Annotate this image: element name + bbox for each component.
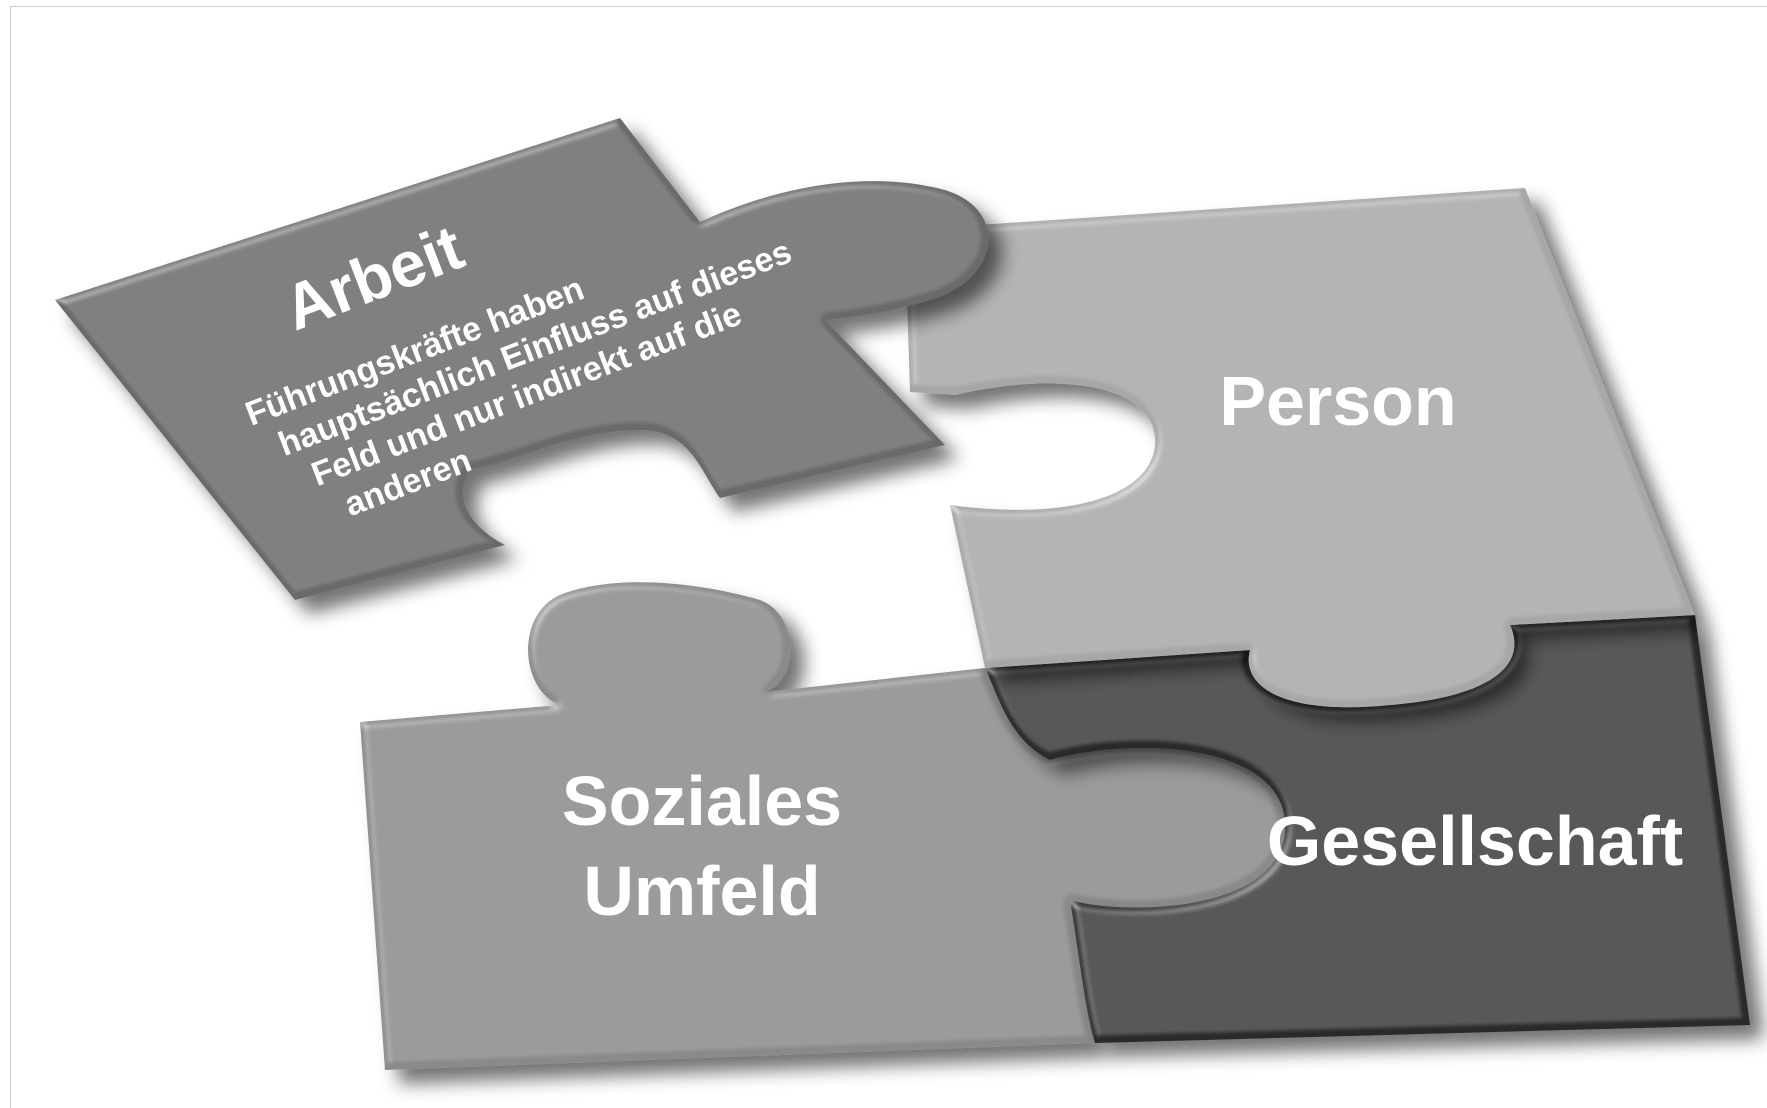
label-person: Person [1219, 362, 1456, 440]
diagram-frame [10, 6, 1767, 1108]
piece-gesellschaft [985, 615, 1750, 1043]
piece-soziales-umfeld [360, 582, 1286, 1070]
label-soziales-line-2: Umfeld [583, 852, 820, 930]
label-soziales-line-1: Soziales [562, 762, 842, 840]
piece-person [905, 188, 1695, 708]
label-gesellschaft: Gesellschaft [1267, 802, 1683, 880]
piece-arbeit [55, 118, 989, 600]
